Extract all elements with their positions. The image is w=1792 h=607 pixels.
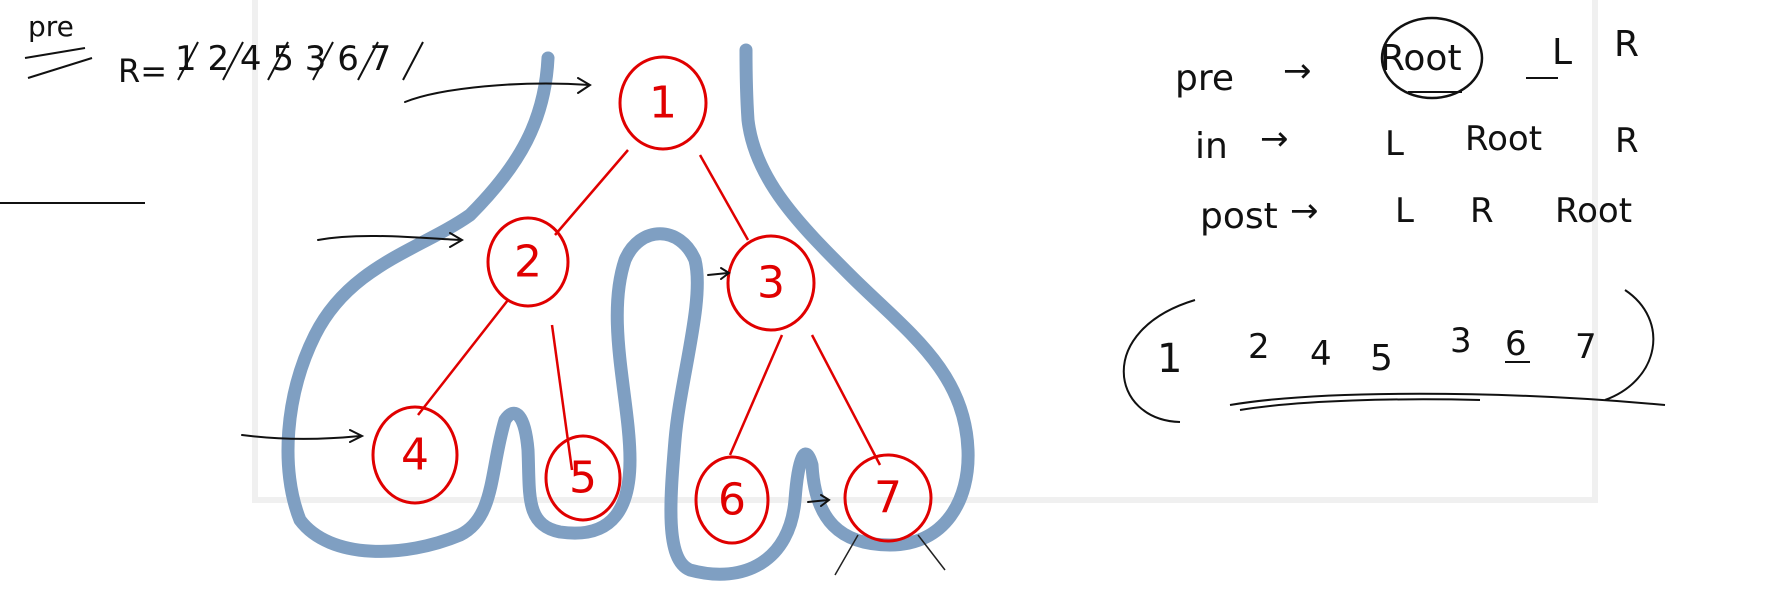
edge-2-4 xyxy=(417,299,509,416)
pre-heading: pre xyxy=(28,10,74,43)
tree-edges xyxy=(417,149,882,471)
tree-node-2: 2 xyxy=(486,216,570,308)
rule-step-1: Root xyxy=(1380,38,1462,79)
edge-3-7 xyxy=(810,334,882,466)
result-item: 2 xyxy=(1248,327,1270,367)
strike-marks xyxy=(177,41,424,81)
rule-step-2: R xyxy=(1470,191,1494,231)
result-item: 4 xyxy=(1310,334,1332,374)
arrow-to-node-1 xyxy=(404,77,592,103)
root-highlight-circle xyxy=(1380,16,1484,100)
arrow-to-node-3 xyxy=(707,267,731,280)
result-item: 1 xyxy=(1157,336,1182,382)
rule-step-3: R xyxy=(1614,24,1639,65)
pre-heading-underline-2 xyxy=(27,57,93,79)
tree-node-label: 5 xyxy=(569,453,597,504)
pointer-arrows xyxy=(241,77,831,507)
arrow-to-node-4 xyxy=(241,429,365,443)
tree-node-1: 1 xyxy=(618,55,708,151)
preorder-result: 1 2 4 5 3 6 7 xyxy=(1122,289,1666,423)
tree-node-label: 3 xyxy=(757,258,785,309)
result-underline xyxy=(1229,392,1666,411)
rule-pre: pre → Root L R xyxy=(1175,16,1639,100)
tree-node-7: 7 xyxy=(843,453,933,543)
result-item: 6 xyxy=(1505,324,1527,364)
result-left-paren xyxy=(1122,299,1196,423)
rule-name: pre xyxy=(1175,58,1234,99)
tree-node-6: 6 xyxy=(694,455,770,545)
traversal-outline xyxy=(281,43,975,581)
rule-in: in → L Root R xyxy=(1195,119,1639,167)
pre-line-items: 1 2 4 5 3 6 7 xyxy=(175,39,391,79)
tree-nodes: 1 2 3 4 5 6 7 xyxy=(371,55,933,545)
rule-name: in xyxy=(1195,126,1228,167)
traversal-rules: pre → Root L R in → L Root R post → L R … xyxy=(1175,16,1639,237)
tree-node-label: 2 xyxy=(514,237,542,288)
result-item: 7 xyxy=(1575,327,1597,367)
child-stub-right xyxy=(917,534,946,571)
arrow-to-node-7 xyxy=(807,494,831,507)
arrow-to-node-2 xyxy=(317,232,464,248)
result-item: 3 xyxy=(1450,321,1472,361)
result-item: 5 xyxy=(1370,338,1393,379)
tree-node-label: 4 xyxy=(401,430,429,481)
tree-node-4: 4 xyxy=(371,405,459,505)
rule-step-3: Root xyxy=(1555,191,1632,231)
edge-3-6 xyxy=(728,334,784,456)
child-stub-left xyxy=(834,534,859,576)
rule-name: post xyxy=(1200,196,1278,237)
rule-arrow: → xyxy=(1283,51,1312,91)
rule-arrow: → xyxy=(1260,119,1289,159)
edge-2-5 xyxy=(550,324,574,471)
tree-node-3: 3 xyxy=(726,234,816,332)
rule-step-2: L xyxy=(1552,32,1572,73)
rule-step-1: L xyxy=(1385,124,1404,164)
tree-node-label: 6 xyxy=(718,475,746,526)
tree-node-5: 5 xyxy=(544,434,622,522)
tree-node-label: 7 xyxy=(874,473,902,524)
result-right-paren xyxy=(1604,289,1655,401)
pre-line-prefix: R= xyxy=(118,52,167,90)
pre-heading-underline xyxy=(24,47,86,59)
rule-step-1: L xyxy=(1395,191,1414,231)
rule-post: post → L R Root xyxy=(1200,191,1632,237)
edge-1-3 xyxy=(698,154,750,241)
edge-1-2 xyxy=(554,149,629,236)
background-frame xyxy=(252,0,1598,503)
rule-step-3: R xyxy=(1615,121,1639,161)
tree-node-label: 1 xyxy=(649,78,677,129)
rule-step-2: Root xyxy=(1465,119,1542,159)
rule-arrow: → xyxy=(1290,191,1319,231)
